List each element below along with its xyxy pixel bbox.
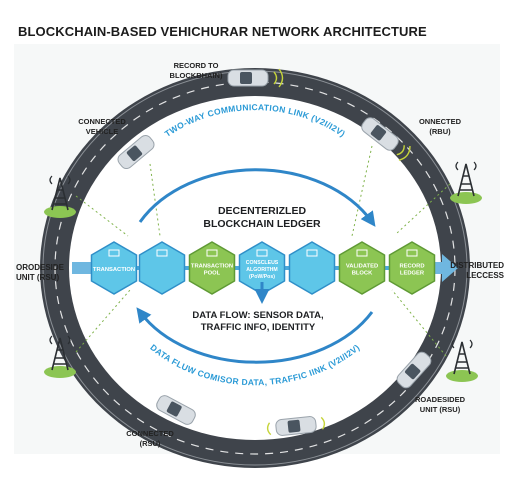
right-label-1: DISTRIBUTED (450, 261, 504, 270)
ledger-line-2: BLOCKCHAIN LEDGER (203, 218, 321, 230)
data-flow-line-2: TRAFFIC INFO, IDENTITY (201, 322, 316, 333)
node-label: VALIDATED (346, 264, 378, 270)
cell-tower-icon (446, 339, 478, 382)
flow-arrows (136, 168, 376, 364)
node-hexagon (338, 241, 386, 295)
node-glyph-icon (156, 249, 168, 257)
node-glyph-icon (206, 249, 218, 257)
node-label: LEDGER (400, 271, 425, 277)
blockchain-nodes: TRANSACTIONTRANSACTIONPOOLCONSCLEUSALGOR… (90, 241, 436, 295)
vehicle-top-right (361, 117, 411, 161)
label-top-left-2: VEHICLE (86, 127, 119, 136)
right-side-arrow (418, 254, 458, 282)
vehicle-bottom-right (396, 351, 432, 389)
cell-tower-icon (44, 335, 76, 378)
label-top-right-1: ONNECTED (419, 117, 462, 126)
node-label: (PoW/Pos) (249, 274, 275, 280)
wireless-links (75, 145, 451, 357)
node-label: RECORD (399, 264, 424, 270)
label-bottom-left-2: (RSU) (140, 439, 161, 448)
node-label: POOL (204, 271, 221, 277)
node-hexagon (188, 241, 236, 295)
left-label-2: UNIT (RSU) (16, 273, 59, 282)
node-label: BLOCK (352, 271, 373, 277)
data-flow-line-1: DATA FLOW: SENSOR DATA, (192, 310, 323, 321)
ledger-line-1: DECENTERIZLED (218, 205, 307, 217)
node-hexagon (90, 241, 138, 295)
vehicle-bottom-left (156, 395, 196, 425)
node-5 (288, 241, 336, 295)
node-label: CONSCLEUS (246, 260, 279, 266)
node-glyph-icon (306, 249, 318, 257)
vehicle-bottom (266, 416, 326, 436)
label-top-left-1: CONNECTED (78, 117, 126, 126)
label-top-2: BLOCKBHAIN) (170, 71, 223, 80)
node-1: TRANSACTION (90, 241, 138, 295)
label-bottom-right-2: UNIT (RSU) (420, 405, 461, 414)
label-bottom-left-1: CONNECTED (126, 429, 174, 438)
left-label-1: ORODESIDE (16, 263, 65, 272)
node-glyph-icon (406, 249, 418, 257)
node-label: ALGORITHM (246, 267, 277, 273)
node-glyph-icon (108, 249, 120, 257)
node-label: TRANSACTION (93, 267, 135, 273)
cell-tower-icon (44, 175, 76, 218)
diagram-title: BLOCKCHAIN-BASED VEHICHURAR NETWORK ARCH… (18, 24, 427, 39)
node-hexagon (138, 241, 186, 295)
right-label-2: LECCESS (466, 271, 504, 280)
node-hexagon (388, 241, 436, 295)
label-bottom-right-1: ROADESIDED (415, 395, 466, 404)
label-top-1: RECORD TO (174, 61, 219, 70)
vehicle-top (227, 68, 284, 88)
cell-tower-icon (450, 161, 482, 204)
node-2 (138, 241, 186, 295)
node-hexagon (288, 241, 336, 295)
label-top-right-2: (RBU) (429, 127, 451, 136)
vehicle-top-left (117, 134, 155, 170)
node-glyph-icon (256, 249, 268, 257)
node-label: TRANSACTION (191, 264, 233, 270)
node-glyph-icon (356, 249, 368, 257)
